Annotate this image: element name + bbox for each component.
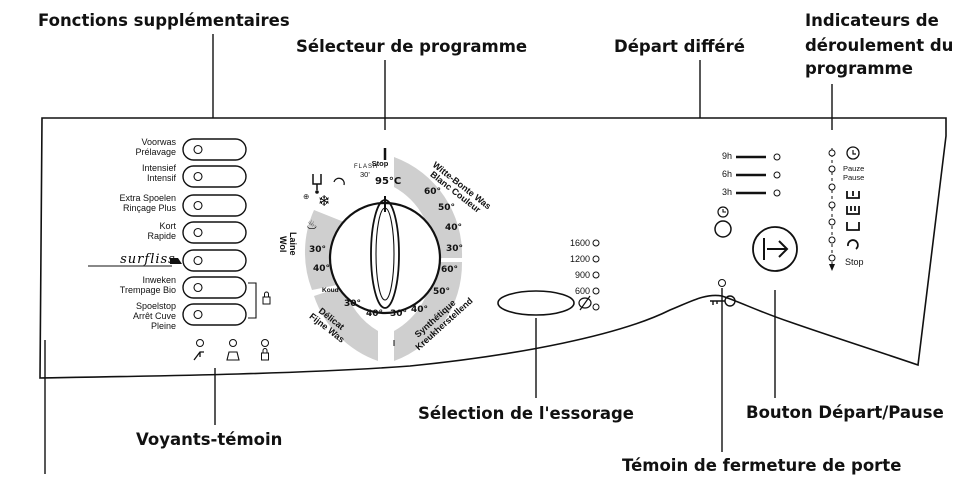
btn7-label-1: Spoelstop <box>136 301 176 311</box>
dial-wool-label-2: Wol <box>278 236 288 252</box>
callout-lines <box>44 34 833 474</box>
btn6-label-1: Inweken <box>142 275 176 285</box>
panel-outline <box>39 117 947 379</box>
btn4-label-2: Rapide <box>147 231 176 241</box>
progress-stop: Stop <box>845 257 864 267</box>
no-spin-icon <box>578 295 592 311</box>
callout-depart-differe: Départ différé <box>614 37 745 56</box>
dial-30-delicate: 30° <box>344 299 361 309</box>
timer-icon <box>846 146 860 160</box>
dial-95: 95°C <box>375 176 401 187</box>
callout-selection-essorage: Sélection de l'essorage <box>418 404 634 423</box>
clock-icon <box>717 206 729 218</box>
progress-indicators: Pauze Pause Stop <box>828 146 864 271</box>
surfliss-button[interactable] <box>182 249 247 272</box>
dial-40-delicate: 40° <box>366 309 383 319</box>
spin-900: 900 <box>575 270 590 280</box>
spin-tub-icon <box>846 222 860 231</box>
btn3-label-1: Extra Spoelen <box>119 193 176 203</box>
door-lock-icon <box>261 352 269 361</box>
spin-speed-list: 1600 1200 900 600 <box>570 238 600 311</box>
btn4-label-1: Kort <box>159 221 176 231</box>
dial-40-white: 40° <box>445 223 462 233</box>
dial-30-wool: 30° <box>309 245 326 255</box>
callout-indicateurs-line1: Indicateurs de <box>805 11 939 30</box>
arret-cuve-pleine-button[interactable] <box>182 303 247 326</box>
detergent-icon <box>226 351 240 361</box>
intensif-button[interactable] <box>182 165 247 188</box>
dial-50-synth: 50° <box>433 287 450 297</box>
dial-knob[interactable] <box>328 201 442 315</box>
wash-tub-icon <box>846 191 860 199</box>
lock-icon <box>262 291 271 305</box>
door-lock-led <box>718 279 726 287</box>
spin-cycle-icon <box>847 239 859 250</box>
dial-koud: Koud <box>322 287 339 294</box>
delay-start-button[interactable] <box>714 220 732 238</box>
dial-40-wool: 40° <box>313 264 330 274</box>
dial-60-white: 60° <box>424 187 441 197</box>
ring-white-segment <box>394 157 463 258</box>
dial-flash-label: FLASH <box>354 164 378 170</box>
delay-start: 9h 6h 3h <box>717 151 781 218</box>
rinse-icon <box>333 177 345 186</box>
callout-voyants-temoin: Voyants-témoin <box>136 430 282 449</box>
callout-selecteur-programme: Sélecteur de programme <box>296 37 527 56</box>
function-buttons: Voorwas Prélavage Intensief Intensif Ext… <box>88 137 182 331</box>
btn1-label-1: Voorwas <box>141 137 176 147</box>
snowflake-icon: ❄ <box>318 192 331 210</box>
btn2-label-2: Intensif <box>147 173 177 183</box>
spin-1200: 1200 <box>570 254 590 264</box>
wool-icon: ♨ <box>306 218 318 233</box>
program-selector[interactable]: Stop FLASH 30' ⊕ ❄ ♨ 95°C 60° 50° 40° 30… <box>278 148 493 361</box>
spin-600: 600 <box>575 286 590 296</box>
rinse-tub-icon <box>846 206 860 215</box>
callout-fonctions-supplementaires: Fonctions supplémentaires <box>38 11 290 30</box>
ring-delicate-segment <box>314 286 378 361</box>
btn2-label-1: Intensief <box>142 163 177 173</box>
dial-flash-time: 30' <box>360 170 370 179</box>
progress-pauze: Pauze <box>843 164 864 173</box>
dial-stop-label: Stop <box>372 159 389 168</box>
dial-50-white: 50° <box>438 203 455 213</box>
rapide-button[interactable] <box>182 221 247 244</box>
dial-40-synth: 40° <box>411 305 428 315</box>
btn3-label-2: Rinçage Plus <box>123 203 177 213</box>
progress-pause: Pause <box>843 173 864 182</box>
button-leds <box>193 144 203 320</box>
btn1-label-2: Prélavage <box>135 147 176 157</box>
delay-9h: 9h <box>722 151 732 161</box>
callout-bouton-depart-pause: Bouton Départ/Pause <box>746 403 944 422</box>
rincage-plus-button[interactable] <box>182 194 247 217</box>
dial-wool-label-1: Laine <box>288 232 298 256</box>
delay-3h: 3h <box>722 187 732 197</box>
delay-6h: 6h <box>722 169 732 179</box>
water-tap-icon <box>193 351 204 361</box>
prelavage-button[interactable] <box>182 138 247 161</box>
voyants-temoin-lamps <box>193 339 269 361</box>
btn7-label-3: Pleine <box>151 321 176 331</box>
key-icon <box>710 295 736 307</box>
callout-temoin-porte: Témoin de fermeture de porte <box>622 456 901 475</box>
trempage-bio-button[interactable] <box>182 276 247 299</box>
btn6-label-2: Trempage Bio <box>120 285 176 295</box>
dial-30-synth: 30° <box>390 309 407 319</box>
btn7-label-2: Arrêt Cuve <box>133 311 176 321</box>
dial-30-white: 30° <box>446 244 463 254</box>
dial-60-synth: 60° <box>441 265 458 275</box>
start-arrow-icon <box>763 238 789 260</box>
surfliss-iron-icon <box>170 258 182 264</box>
ring-synthetic-segment <box>394 262 463 361</box>
callout-indicateurs-line3: programme <box>805 59 913 78</box>
surfliss-logo: surfliss <box>120 252 176 267</box>
callout-indicateurs-line2: déroulement du <box>805 36 953 55</box>
spin-1600: 1600 <box>570 238 590 248</box>
handwash-icon: ⊕ <box>303 192 309 201</box>
spin-drain-icon <box>312 174 322 190</box>
spin-select-button[interactable] <box>497 290 575 316</box>
